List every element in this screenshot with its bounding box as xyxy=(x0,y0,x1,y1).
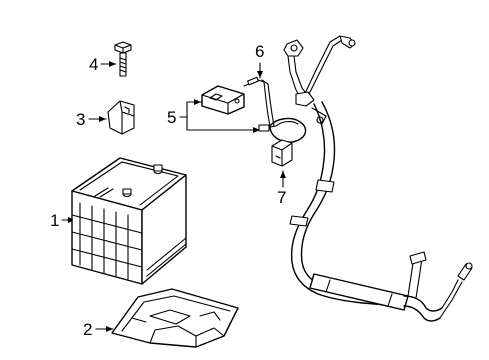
callout-3-label: 3 xyxy=(76,110,85,129)
battery-part xyxy=(71,157,187,285)
callout-2-label: 2 xyxy=(83,320,92,339)
positive-cable-harness-part xyxy=(258,35,473,322)
callout-5-leader xyxy=(179,99,261,133)
battery-tray-part xyxy=(111,288,239,348)
callout-6-label: 6 xyxy=(255,42,264,61)
callout-4-label: 4 xyxy=(89,55,98,74)
bolt-part xyxy=(114,41,132,77)
ground-lead-part xyxy=(243,76,275,127)
callout-7-label: 7 xyxy=(277,188,286,207)
callout-1-label: 1 xyxy=(50,211,59,230)
holddown-wedge-part xyxy=(107,100,135,135)
callout-5-label: 5 xyxy=(167,108,176,127)
terminal-cover-part xyxy=(201,85,245,115)
